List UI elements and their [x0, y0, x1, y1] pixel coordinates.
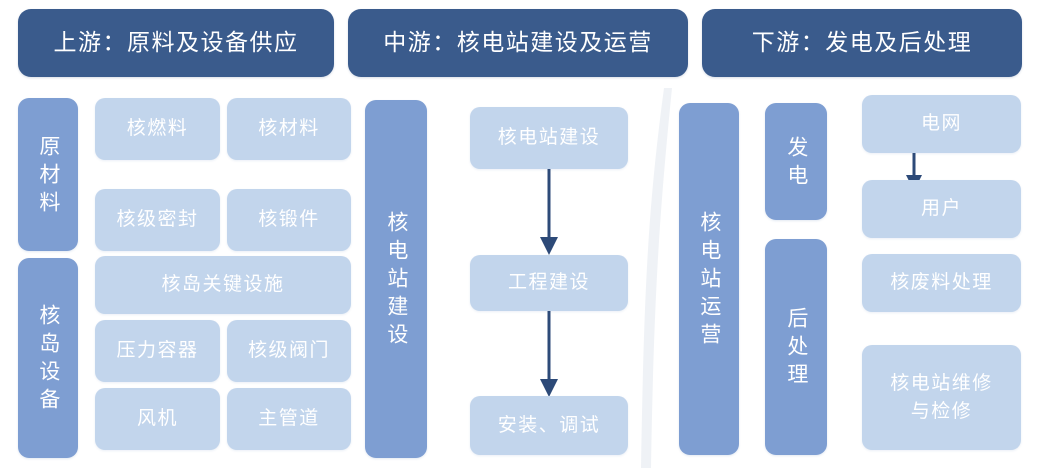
flow-arrow-2	[540, 311, 558, 397]
item-nuclear-fuel: 核燃料	[95, 98, 220, 160]
category-power-generation: 发电	[765, 103, 827, 220]
category-plant-operation: 核电站运营	[679, 103, 739, 455]
category-island-equipment: 核岛设备	[18, 258, 78, 458]
item-plant-maintenance: 核电站维修与检修	[862, 345, 1021, 450]
section-header-upstream: 上游：原料及设备供应	[18, 9, 334, 77]
item-pressure-vessel: 压力容器	[95, 320, 220, 382]
flow-step-plant-build: 核电站建设	[470, 107, 628, 169]
item-nuclear-grade-seal: 核级密封	[95, 189, 220, 251]
item-power-grid: 电网	[862, 95, 1021, 153]
item-nuclear-forging: 核锻件	[227, 189, 351, 251]
item-nuclear-waste: 核废料处理	[862, 254, 1021, 312]
item-nuclear-material: 核材料	[227, 98, 351, 160]
flow-step-engineering-build: 工程建设	[470, 255, 628, 311]
flow-step-install-commission: 安装、调试	[470, 396, 628, 455]
category-raw-materials: 原材料	[18, 98, 78, 251]
item-main-pipeline: 主管道	[227, 388, 351, 450]
section-header-midstream: 中游：核电站建设及运营	[348, 9, 688, 77]
item-nuclear-grade-valve: 核级阀门	[227, 320, 351, 382]
item-island-key-facility: 核岛关键设施	[95, 256, 351, 314]
category-post-processing: 后处理	[765, 239, 827, 455]
section-header-downstream: 下游：发电及后处理	[702, 9, 1022, 77]
flow-arrow-1	[540, 169, 558, 255]
section-divider	[641, 88, 672, 468]
item-fan: 风机	[95, 388, 220, 450]
category-plant-construction: 核电站建设	[365, 100, 427, 458]
item-end-user: 用户	[862, 180, 1021, 238]
